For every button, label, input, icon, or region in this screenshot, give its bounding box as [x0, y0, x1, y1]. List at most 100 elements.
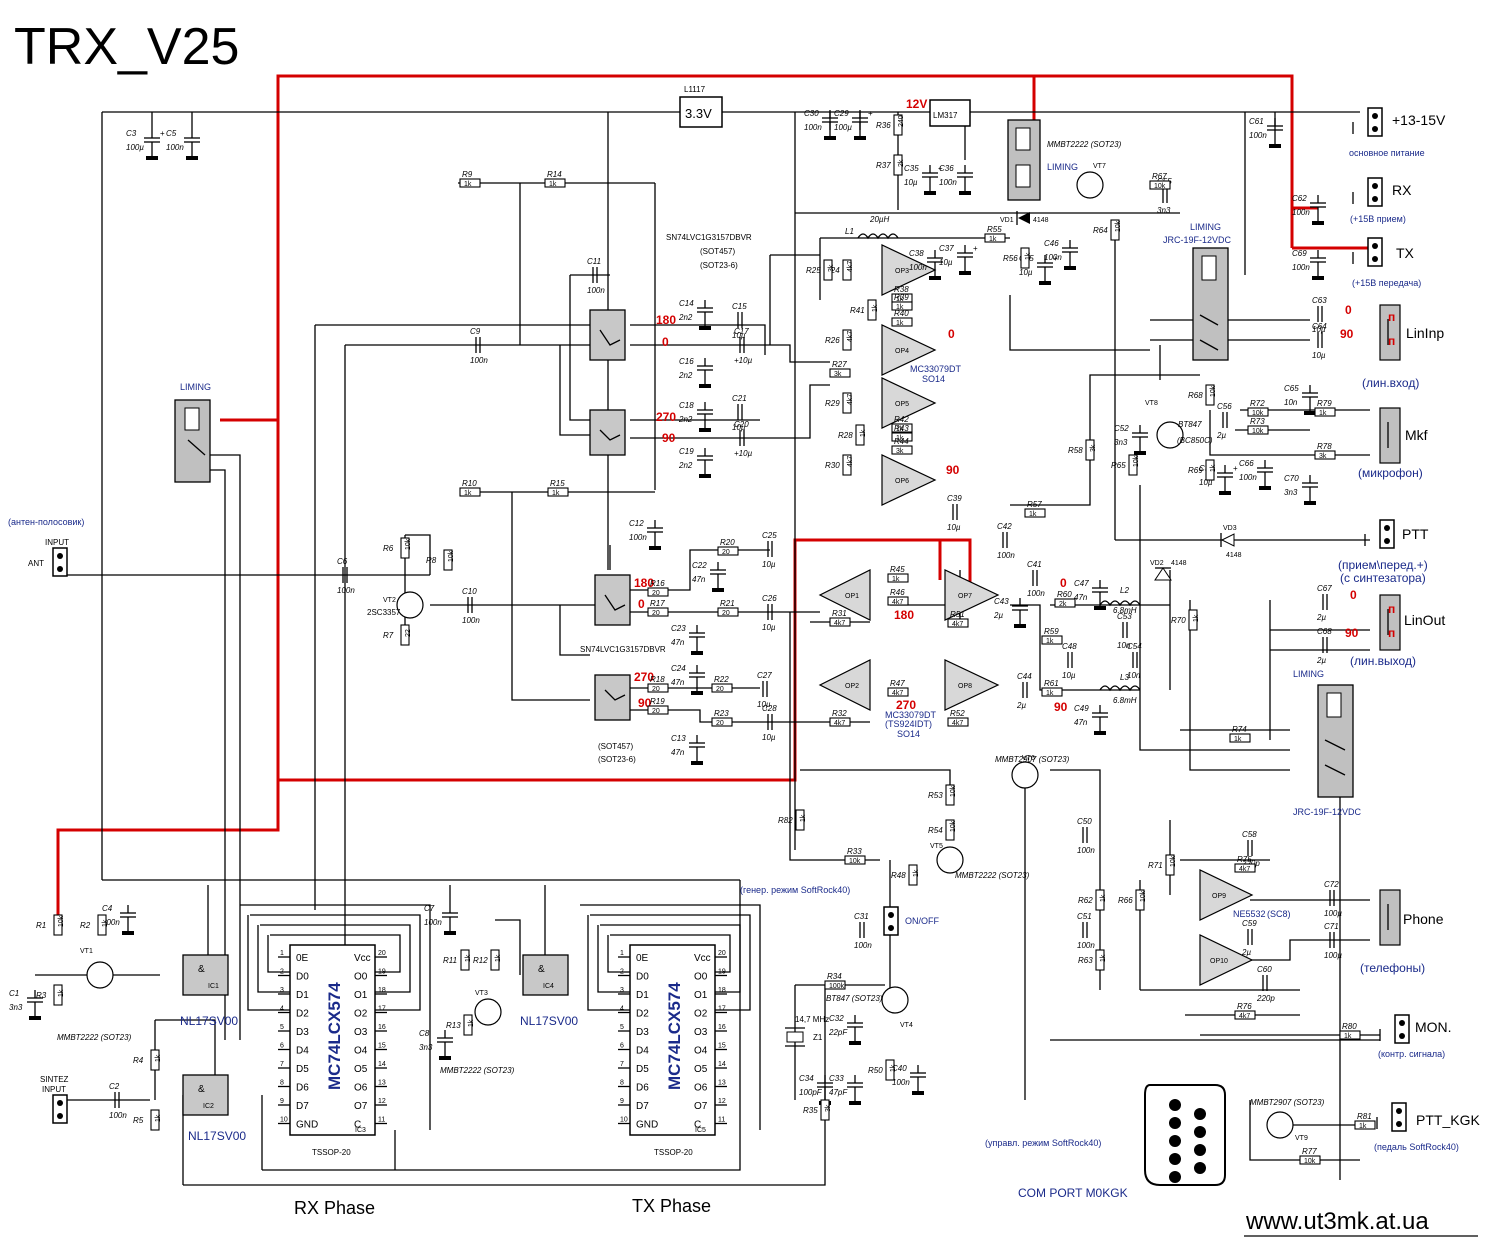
- latch-pin-number: 5: [280, 1024, 284, 1031]
- resistor-ref: R7: [383, 631, 394, 640]
- latch-pin-right: O3: [354, 1027, 368, 1038]
- latch-pin-left: 0E: [296, 953, 309, 964]
- capacitor-value: 2µ: [993, 611, 1003, 620]
- vd3-label: VD3: [1223, 525, 1237, 532]
- resistor-ref: R23: [714, 709, 729, 718]
- latch-pin-left: D5: [636, 1064, 649, 1075]
- capacitor-ref: C32: [829, 1014, 844, 1023]
- connector-desc-tx: (+15В передача): [1352, 278, 1421, 288]
- connector-desc-phone: (телефоны): [1360, 961, 1425, 975]
- capacitor-value: 100µ: [834, 123, 852, 132]
- resistor-ref: R43: [894, 424, 909, 433]
- connector-label-lininp: LinInp: [1406, 325, 1444, 341]
- op2-label: OP2: [845, 683, 859, 690]
- connector-vcc: [1367, 107, 1383, 137]
- resistor-value: 4k7: [847, 331, 854, 342]
- svg-text:&: &: [198, 964, 205, 975]
- tx-phase-label: TX Phase: [632, 1196, 711, 1216]
- capacitor-ref: C4: [102, 904, 113, 913]
- vt8-label: VT8: [1145, 400, 1158, 407]
- capacitor-ref: C35: [904, 164, 919, 173]
- connector-label-rx: RX: [1392, 182, 1412, 198]
- resistor-ref: R36: [876, 121, 891, 130]
- connector-label-mkf: Mkf: [1405, 427, 1428, 443]
- latch-pin-number: 6: [280, 1043, 284, 1050]
- resistor-value: 4k7: [1239, 1013, 1250, 1020]
- capacitor-ref: C49: [1074, 704, 1089, 713]
- capacitor-value: 2n2: [678, 461, 693, 470]
- resistor-value: 10k: [1210, 385, 1217, 397]
- capacitor-ref: C36: [939, 164, 954, 173]
- capacitor-ref: C22: [692, 561, 707, 570]
- resistor-ref: R51: [950, 610, 965, 619]
- latch-pin-number: 11: [378, 1117, 385, 1124]
- phase-labels: 180 0 270 90 0 90 180 0 270 90 180 270 9…: [634, 303, 1359, 714]
- resistor-value: 3k: [828, 264, 835, 272]
- op6-label: OP6: [895, 478, 909, 485]
- ic1-part: NL17SV00: [180, 1014, 238, 1028]
- input-label: INPUT: [45, 538, 69, 547]
- latch-pin-right: Vcc: [694, 953, 711, 964]
- capacitor-value: 10µ: [947, 523, 961, 532]
- capacitor-ref: C47: [1074, 579, 1089, 588]
- latch-pin-number: 14: [378, 1061, 386, 1068]
- latch-pin-number: 4: [620, 1006, 624, 1013]
- vt2-label: VT2: [383, 597, 396, 604]
- connector-linout: [1379, 594, 1401, 651]
- capacitor-value: 3n3: [9, 1003, 23, 1012]
- left-labels: (антен-полосовик) INPUT ANT SINTEZ INPUT…: [8, 517, 939, 1124]
- resistor-value: 240: [898, 115, 905, 127]
- resistor-value: 10k: [58, 915, 65, 927]
- capacitor-value: 100n: [1249, 131, 1267, 140]
- schematic-title: TRX_V25: [14, 18, 239, 76]
- latch-pin-right: C: [354, 1120, 361, 1131]
- capacitor-c39: C39 10µ: [947, 494, 962, 532]
- resistor-ref: R61: [1044, 679, 1059, 688]
- capacitor-ref: C16: [679, 357, 694, 366]
- connector-tx: [1367, 237, 1383, 267]
- latch-pin-left: D7: [296, 1101, 309, 1112]
- resistor-value: 1k: [1359, 1123, 1367, 1130]
- resistor-ref: R29: [825, 399, 840, 408]
- capacitor-ref: C39: [947, 494, 962, 503]
- resistor-ref: R8: [426, 556, 437, 565]
- resistor-value: 1k: [468, 1019, 475, 1027]
- ctrl-mode-label: (управл. режим SoftRock40): [985, 1138, 1101, 1148]
- resistor-value: 1k: [552, 490, 560, 497]
- latch-pin-number: 9: [280, 1098, 284, 1105]
- phase-label: 180: [634, 576, 654, 590]
- resistor-ref: R6: [383, 544, 394, 553]
- capacitor-ref: C61: [1249, 117, 1264, 126]
- resistor-value: 20: [652, 610, 660, 617]
- resistor-value: 1k: [860, 429, 867, 437]
- resistor-value: 4k7: [952, 720, 963, 727]
- resistor-ref: R66: [1118, 896, 1133, 905]
- mc33079-top: MC33079DT: [910, 364, 962, 374]
- transistors: VT1 VT2 VT3 VT4 VT5 VT6 VT7 VT8 VT9 MMBT…: [57, 140, 1325, 1142]
- capacitor-ref: C14: [679, 299, 694, 308]
- onoff-label: ON/OFF: [905, 916, 939, 926]
- latch-pin-number: 10: [280, 1117, 288, 1124]
- svg-text:+: +: [938, 164, 943, 173]
- com-port-label: COM PORT M0KGK: [1018, 1186, 1128, 1200]
- resistor-ref: R3: [36, 991, 47, 1000]
